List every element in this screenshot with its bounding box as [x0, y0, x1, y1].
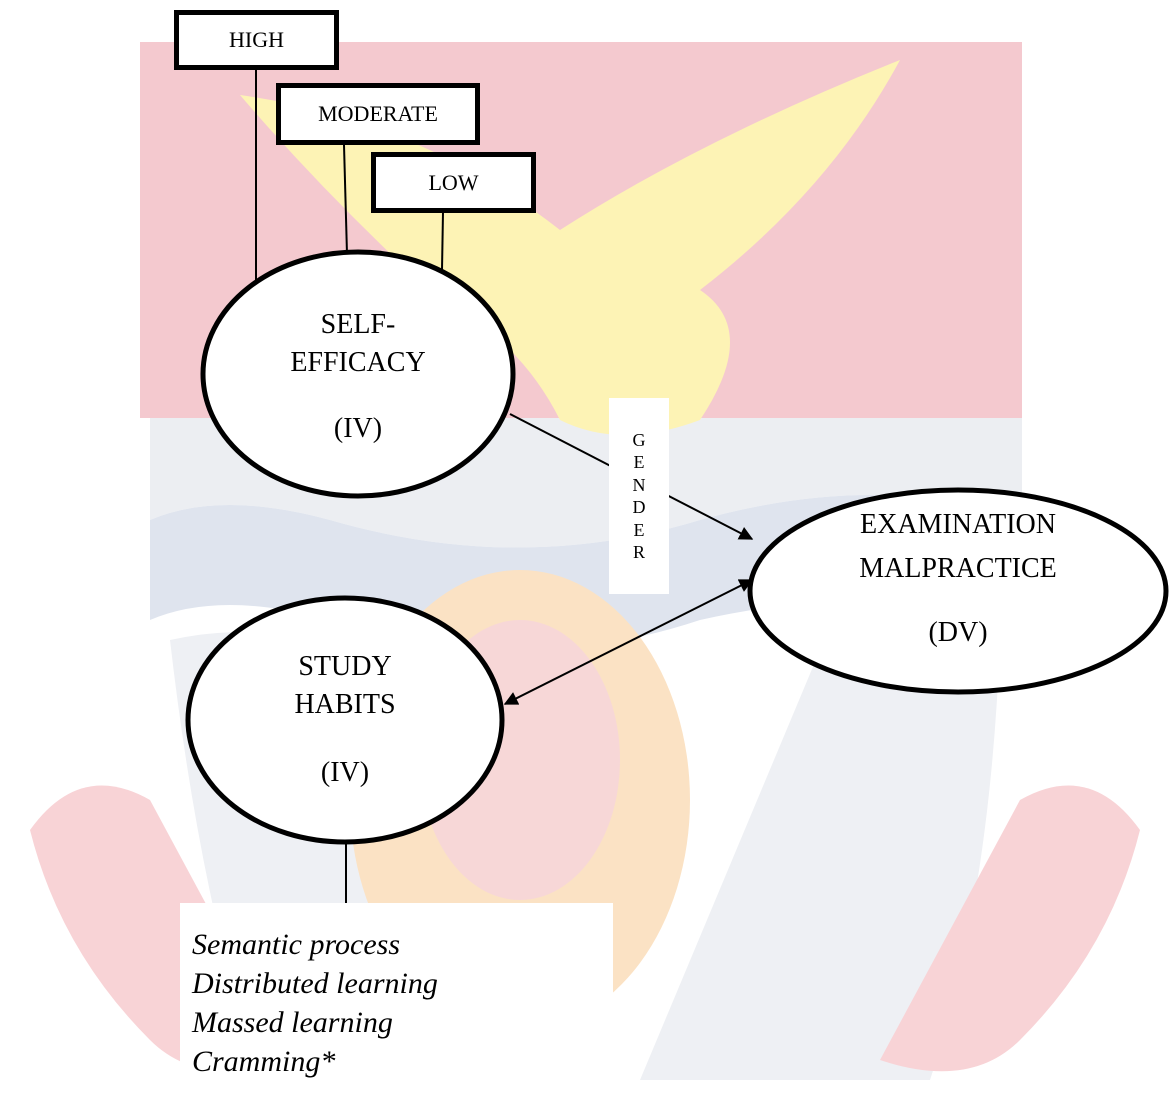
study-habits-ellipse: [185, 595, 505, 845]
watermark-shield-right: [640, 632, 1000, 1080]
level-high-label: HIGH: [229, 27, 284, 52]
level-box-high: HIGH: [174, 10, 339, 70]
gender-letter: E: [633, 519, 645, 540]
low-connector-line: [441, 211, 444, 271]
level-moderate-label: MODERATE: [318, 101, 438, 126]
gender-letter: E: [633, 452, 645, 472]
gender-letter: N: [632, 474, 646, 495]
habit-type-item: Massed learning: [192, 1006, 393, 1039]
exam-malpractice-line2: MALPRACTICE: [859, 553, 1057, 584]
level-box-low: LOW: [371, 152, 536, 213]
study-habits-line1: STUDY: [298, 651, 392, 682]
gender-letter: D: [632, 497, 646, 517]
study-habits-line2: HABITS: [294, 689, 396, 720]
self-efficacy-line1: SELF-: [320, 309, 396, 340]
gender-moderator-label: G E N D E R: [609, 398, 669, 594]
self-efficacy-tag: (IV): [333, 413, 383, 444]
habit-type-item: Semantic process: [192, 928, 401, 961]
habit-type-item: Distributed learning: [192, 967, 438, 1000]
gender-letter: R: [632, 542, 645, 562]
study-habits-tag: (IV): [320, 757, 370, 788]
habit-type-item: Cramming*: [192, 1045, 336, 1078]
self-efficacy-ellipse: [200, 249, 516, 499]
watermark-ribbon-right: [880, 785, 1140, 1072]
study-habit-types-list: Semantic process Distributed learning Ma…: [180, 903, 613, 1097]
exam-malpractice-line1: EXAMINATION: [860, 509, 1056, 540]
level-low-label: LOW: [428, 169, 479, 195]
moderate-connector-line: [343, 144, 348, 255]
study-habits-node: STUDY HABITS (IV): [245, 648, 445, 792]
habits-malpractice-bidirectional-arrow: [503, 579, 754, 705]
exam-malpractice-tag: (DV): [928, 617, 988, 648]
self-efficacy-line2: EFFICACY: [290, 347, 426, 378]
gender-letter: G: [632, 429, 646, 450]
exam-malpractice-node: EXAMINATION MALPRACTICE (DV): [808, 506, 1108, 652]
level-box-moderate: MODERATE: [276, 83, 480, 145]
self-efficacy-node: SELF- EFFICACY (IV): [258, 306, 458, 448]
